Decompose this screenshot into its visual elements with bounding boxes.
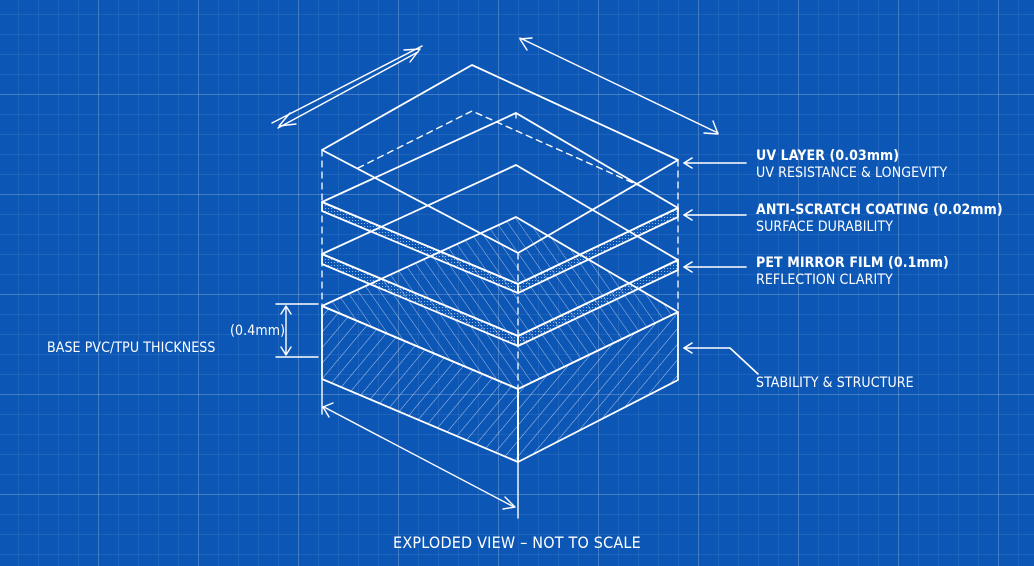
width-dimension-left	[271, 45, 423, 129]
base-thickness-label: BASE PVC/TPU THICKNESS	[47, 340, 216, 356]
base-block	[321, 216, 679, 463]
base-thickness-value: (0.4mm)	[230, 323, 286, 339]
anti-scratch-title: ANTI-SCRATCH COATING (0.02mm)	[756, 202, 1003, 218]
base-note-callout: STABILITY & STRUCTURE	[756, 375, 914, 392]
pet-mirror-title: PET MIRROR FILM (0.1mm)	[756, 255, 949, 271]
diagram-caption: EXPLODED VIEW – NOT TO SCALE	[393, 533, 641, 552]
pet-mirror-subtitle: REFLECTION CLARITY	[756, 272, 893, 288]
uv-layer-subtitle: UV RESISTANCE & LONGEVITY	[756, 165, 948, 181]
anti-scratch-callout: ANTI-SCRATCH COATING (0.02mm) SURFACE DU…	[756, 202, 1003, 236]
base-thickness-dimension	[275, 303, 319, 358]
pet-mirror-callout: PET MIRROR FILM (0.1mm) REFLECTION CLARI…	[756, 255, 949, 289]
uv-layer-callout: UV LAYER (0.03mm) UV RESISTANCE & LONGEV…	[756, 148, 947, 182]
alignment-guides	[321, 112, 679, 390]
uv-layer-title: UV LAYER (0.03mm)	[756, 148, 900, 164]
base-note: STABILITY & STRUCTURE	[756, 375, 914, 391]
depth-dimension-right	[519, 37, 719, 135]
anti-scratch-subtitle: SURFACE DURABILITY	[756, 219, 894, 235]
callout-leaders	[683, 157, 759, 375]
length-dimension-bottom	[321, 378, 519, 519]
